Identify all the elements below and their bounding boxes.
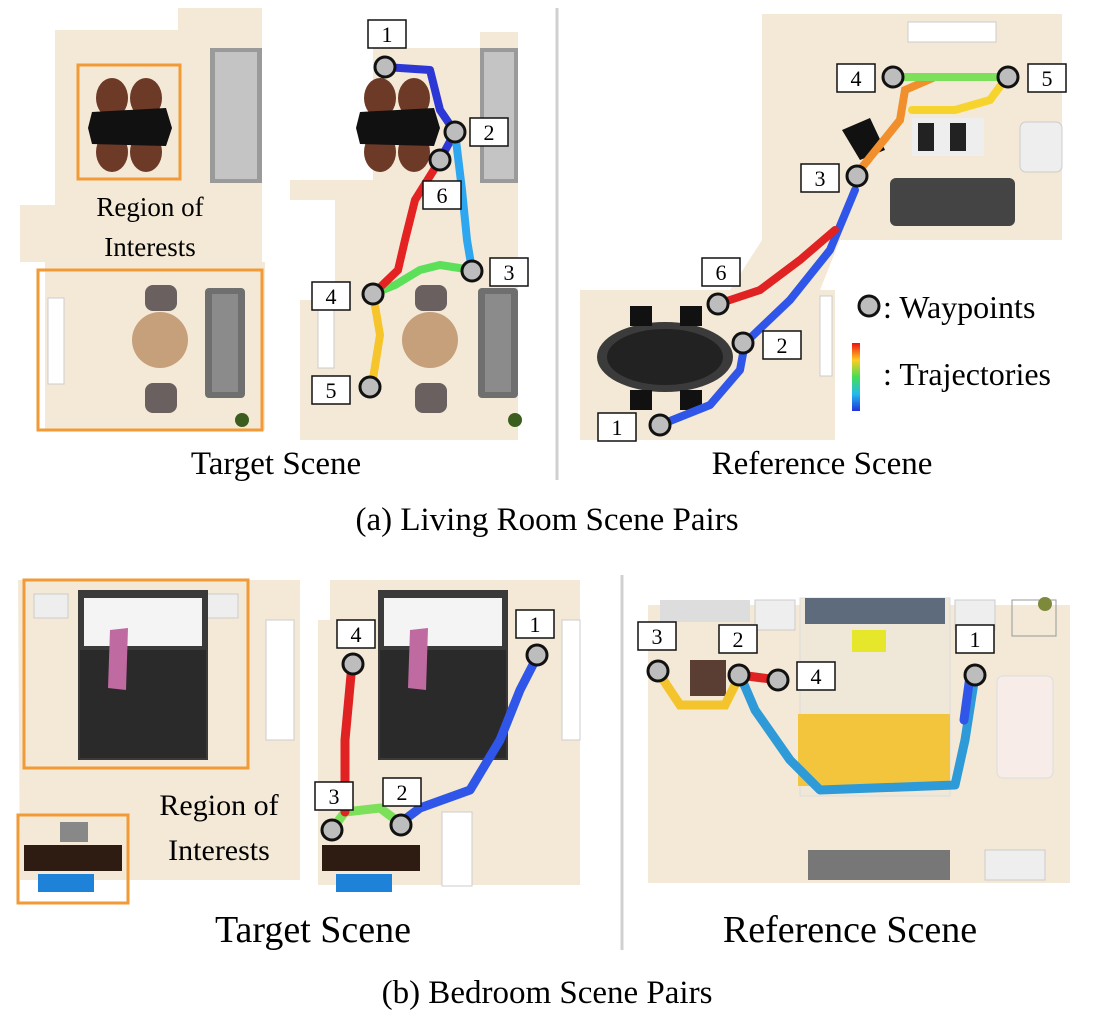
armchair — [145, 285, 177, 311]
living-target-trajectory-view: 1 2 3 4 5 6 — [290, 19, 529, 440]
waypoint-label-2: 2 — [484, 120, 495, 145]
bedroom-waypoint-label-1: 1 — [530, 612, 541, 637]
waypoint-3 — [460, 259, 484, 283]
bedroom-ref-label-2: 2 — [733, 627, 744, 652]
plant — [235, 413, 249, 427]
roi-label-line1: Region of — [96, 192, 203, 222]
ref-waypoint-label-3: 3 — [815, 166, 826, 191]
ref-waypoint-label-1: 1 — [612, 415, 623, 440]
trajectory-segment — [368, 290, 385, 389]
bedroom-pair: Region of Interests 1 — [16, 575, 1070, 1011]
ref-waypoint-label-5: 5 — [1042, 66, 1053, 91]
waypoint-legend-icon — [857, 294, 881, 318]
living-reference-caption: Reference Scene — [712, 446, 933, 482]
roi-box-desk — [16, 813, 130, 905]
waypoint-1 — [373, 55, 397, 79]
bedroom-ref-label-3: 3 — [652, 624, 663, 649]
roi-box-lounge — [36, 268, 264, 432]
waypoint-label-1: 1 — [382, 22, 393, 47]
living-reference-view: 1 2 3 4 5 6 — [580, 14, 1067, 442]
bedroom-waypoint-label-4: 4 — [351, 622, 362, 647]
living-target-caption: Target Scene — [191, 446, 361, 482]
legend-waypoints: : Waypoints — [883, 289, 1035, 325]
bedroom-target-trajectory-view: 1 2 3 4 — [314, 580, 581, 892]
bedroom-ref-label-4: 4 — [811, 664, 822, 689]
roi-box-dining — [76, 63, 182, 181]
round-table — [132, 312, 188, 368]
ref-waypoint-label-6: 6 — [716, 260, 727, 285]
roi-label-line2: Interests — [104, 232, 195, 262]
waypoint-label-5: 5 — [326, 378, 337, 403]
bedroom-waypoint-label-2: 2 — [397, 780, 408, 805]
bedroom-reference-view: 1 2 3 4 — [637, 597, 1070, 883]
living-room-pair: Region of Interests — [20, 8, 1067, 538]
bedroom-waypoint-label-3: 3 — [329, 784, 340, 809]
living-target-roi-view: Region of Interests — [20, 8, 265, 432]
bedroom-target-roi-view: Region of Interests — [16, 578, 300, 905]
living-subcaption: (a) Living Room Scene Pairs — [355, 502, 738, 538]
waypoint-label-6: 6 — [437, 183, 448, 208]
ref-waypoint-label-4: 4 — [851, 66, 862, 91]
bedroom-roi-label-line2: Interests — [168, 834, 270, 867]
bedroom-ref-label-1: 1 — [970, 627, 981, 652]
bedroom-roi-label-line1: Region of — [159, 789, 278, 822]
trajectory-legend-icon — [852, 343, 860, 411]
legend: : Waypoints : Trajectories — [852, 289, 1051, 411]
dining-chair — [96, 78, 128, 118]
roi-box-bed — [22, 578, 250, 770]
ref-waypoint-label-2: 2 — [777, 333, 788, 358]
waypoint-6 — [428, 148, 452, 172]
waypoint-label-3: 3 — [504, 260, 515, 285]
bedroom-reference-caption: Reference Scene — [723, 909, 977, 951]
trajectory-segment — [451, 128, 476, 274]
bedroom-subcaption: (b) Bedroom Scene Pairs — [382, 975, 713, 1011]
dining-table — [88, 108, 172, 146]
waypoint-label-4: 4 — [326, 284, 337, 309]
trajectory-segment — [369, 260, 476, 298]
waypoint-4 — [361, 282, 385, 306]
bedroom-target-caption: Target Scene — [215, 909, 411, 951]
legend-trajectories: : Trajectories — [883, 356, 1051, 392]
waypoint-2 — [443, 120, 467, 144]
waypoint-5 — [358, 375, 382, 399]
